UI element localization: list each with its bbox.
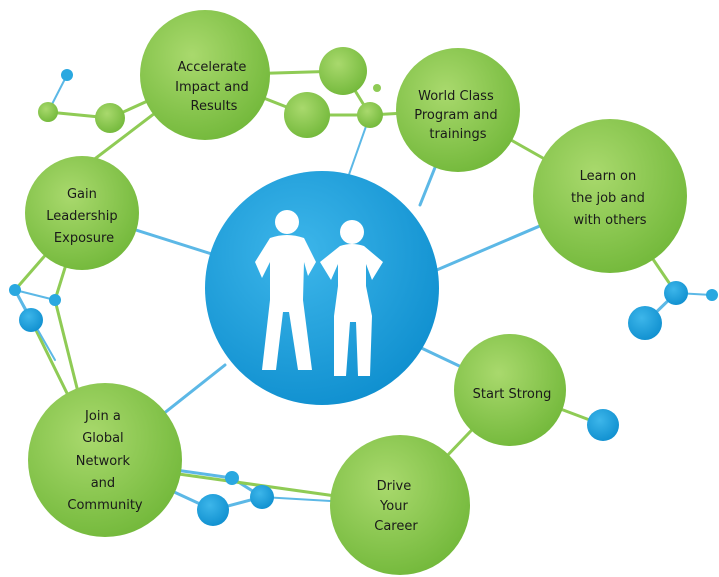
decorative-dot — [95, 103, 125, 133]
node-label-line: Results — [191, 99, 238, 114]
node-label-line: Program and — [414, 108, 497, 123]
node-label-line: Drive — [377, 479, 412, 494]
decorative-dot — [587, 409, 619, 441]
decorative-dot — [19, 308, 43, 332]
decorative-dot — [225, 471, 239, 485]
svg-text:Drive Your Career: Drive Your Career — [374, 479, 418, 534]
node-label-line: Exposure — [54, 231, 114, 246]
node-label-line: Start Strong — [473, 387, 552, 402]
center-node — [205, 171, 439, 405]
svg-text:Gain Leadership Ex: Gain Leadership Exposure — [46, 187, 122, 246]
node-world-class: World Class Program and trainings — [396, 48, 520, 172]
node-label-line: Global — [82, 431, 123, 446]
node-label-line: and — [91, 476, 115, 491]
people-silhouette-icon — [255, 210, 383, 376]
decorative-dot — [9, 284, 21, 296]
node-leadership: Gain Leadership Exposure — [25, 156, 139, 270]
svg-text:Learn on the job and: Learn on the job and with others — [571, 169, 649, 228]
node-label-line: Accelerate — [177, 60, 246, 75]
node-label-line: Learn on — [580, 169, 637, 184]
node-global: Join a Global Network and Community — [28, 383, 182, 537]
decorative-dot — [250, 485, 274, 509]
decorative-dot — [357, 102, 383, 128]
decorative-dot — [61, 69, 73, 81]
svg-text:Accelerate Impact and: Accelerate Impact and Results — [175, 60, 253, 114]
node-label-line: Gain — [67, 187, 97, 202]
node-label-line: trainings — [429, 127, 486, 142]
decorative-dot — [373, 84, 381, 92]
decorative-dot — [319, 47, 367, 95]
node-drive: Drive Your Career — [330, 435, 470, 575]
node-label-line: World Class — [418, 89, 494, 104]
decorative-dot — [628, 306, 662, 340]
node-accelerate: Accelerate Impact and Results — [140, 10, 270, 140]
node-label-line: with others — [573, 213, 646, 228]
node-label-line: Leadership — [46, 209, 117, 224]
node-start-strong: Start Strong — [454, 334, 566, 446]
node-label-line: Join a — [84, 409, 121, 424]
svg-text:Join a Global Netw: Join a Global Network and Community — [67, 409, 143, 513]
node-label-line: Network — [76, 454, 131, 469]
node-label-line: the job and — [571, 191, 645, 206]
decorative-dot — [197, 494, 229, 526]
decorative-dot — [49, 294, 61, 306]
decorative-dot — [664, 281, 688, 305]
svg-text:Start Strong: Start Strong — [473, 387, 552, 402]
decorative-dot — [38, 102, 58, 122]
decorative-dot — [706, 289, 718, 301]
svg-text:World Class Program and: World Class Program and trainings — [414, 89, 502, 142]
node-label-line: Impact and — [175, 80, 249, 95]
node-label-line: Career — [374, 519, 418, 534]
node-label-line: Your — [379, 499, 408, 514]
node-learn: Learn on the job and with others — [533, 119, 687, 273]
decorative-dot — [284, 92, 330, 138]
decorative-dots — [9, 47, 718, 526]
node-label-line: Community — [67, 498, 143, 513]
